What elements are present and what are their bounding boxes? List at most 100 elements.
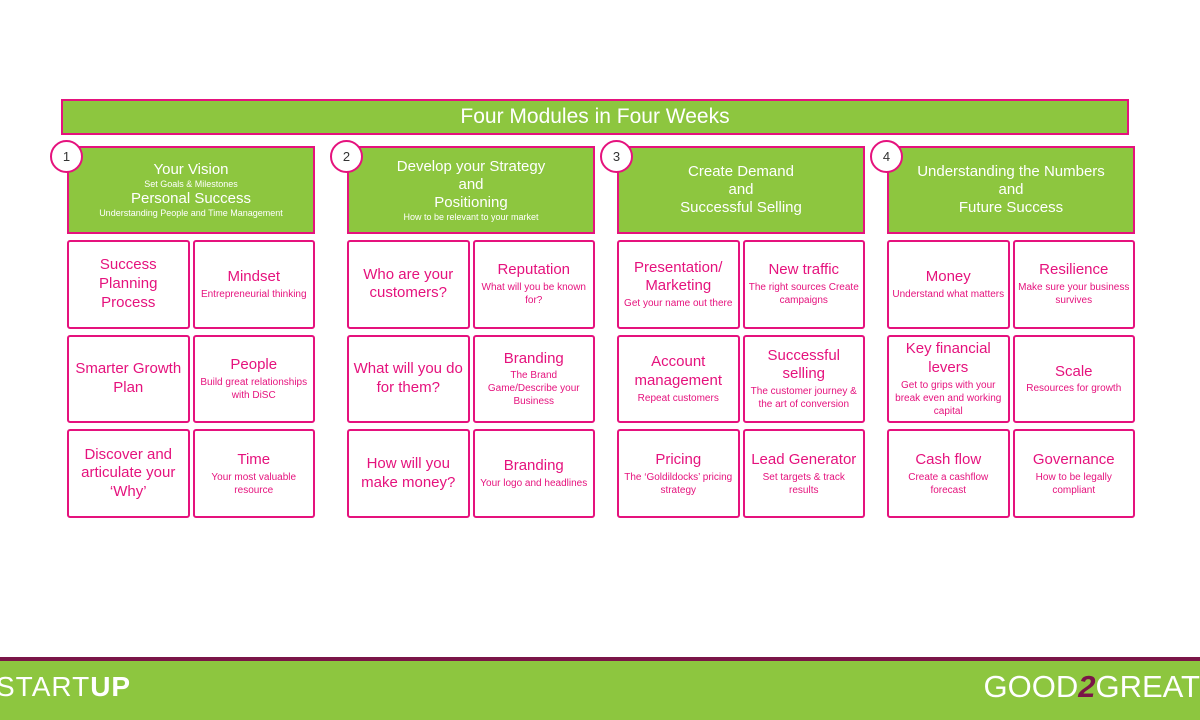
title-banner: Four Modules in Four Weeks	[61, 99, 1129, 135]
module-header-line: How to be relevant to your market	[403, 211, 539, 222]
topic-title: Key financial levers	[905, 340, 991, 376]
topic-subtitle: Make sure your business survives	[1018, 282, 1130, 307]
topic-title: Time	[237, 450, 271, 468]
topic-title: People	[230, 356, 278, 374]
topic-title: Governance	[1032, 450, 1115, 468]
module-number-badge: 1	[50, 140, 83, 173]
topic-title: Presentation/ Marketing	[634, 258, 723, 295]
topic-title: Money	[925, 267, 971, 285]
topic-card: Success Planning Process	[67, 240, 190, 329]
module-header-line: Positioning	[434, 193, 508, 211]
module-header-line: Future Success	[958, 199, 1064, 216]
topic-title: Success Planning Process	[99, 256, 158, 311]
startup-logo: STARTUP	[0, 671, 132, 702]
topic-subtitle: Resources for growth	[1026, 383, 1122, 395]
module-header-line: and	[458, 175, 484, 193]
module-header-line: Understanding the Numbers	[917, 163, 1105, 180]
topic-title: Account management	[634, 353, 723, 389]
footer-divider	[0, 657, 1200, 661]
good2great-logo: GOOD2GREAT	[983, 669, 1200, 704]
topic-title: Who are your customers?	[363, 265, 454, 302]
topic-subtitle: Set targets & track results	[762, 471, 845, 496]
module-header-line: Personal Success	[130, 190, 252, 207]
topic-title: Branding	[503, 349, 564, 367]
module-header-line: Set Goals & Milestones	[144, 179, 238, 190]
topic-subtitle: The customer journey & the art of conver…	[750, 386, 857, 411]
topic-title: What will you do for them?	[353, 360, 463, 396]
module-header-line: Develop your Strategy	[396, 157, 546, 175]
topic-title: Pricing	[655, 450, 702, 468]
topic-title: Mindset	[227, 267, 281, 285]
topic-title: Resilience	[1039, 261, 1109, 279]
topic-subtitle: What will you be known for?	[481, 282, 587, 307]
topic-title: How will you make money?	[361, 454, 456, 491]
topic-title: New traffic	[768, 261, 840, 279]
topic-card: Smarter Growth Plan	[67, 334, 190, 424]
module-number-badge: 2	[330, 140, 363, 173]
topic-subtitle: Entrepreneurial thinking	[200, 288, 307, 300]
module-header-line: Your Vision	[153, 161, 229, 179]
topic-title: Cash flow	[915, 450, 982, 468]
module-header-line: and	[728, 181, 754, 198]
module-header-line: Create Demand	[688, 163, 794, 180]
topic-subtitle: Create a cashflow forecast	[908, 471, 989, 496]
module-header-line: Successful Selling	[680, 199, 802, 216]
topic-card: How will you make money?	[347, 429, 470, 518]
module-number-badge: 4	[870, 140, 903, 173]
module-header-line: and	[998, 181, 1024, 198]
topic-card: What will you do for them?	[347, 334, 470, 424]
topic-subtitle: Your logo and headlines	[480, 478, 588, 490]
module-header-line: Understanding People and Time Management	[99, 208, 283, 218]
topic-subtitle: Get your name out there	[624, 298, 733, 310]
topic-subtitle: The ‘Goldildocks’ pricing strategy	[624, 471, 733, 496]
module-number-badge: 3	[600, 140, 633, 173]
topic-title: Lead Generator	[751, 450, 857, 468]
topic-subtitle: Understand what matters	[892, 288, 1005, 300]
topic-subtitle: Repeat customers	[637, 392, 719, 404]
topic-subtitle: The right sources Create campaigns	[748, 282, 859, 307]
topic-card: Who are your customers?	[347, 240, 470, 329]
topic-subtitle: How to be legally compliant	[1035, 471, 1112, 496]
topic-title: Smarter Growth Plan	[75, 360, 182, 396]
topic-title: Scale	[1054, 362, 1093, 380]
topic-subtitle: Build great relationships with DiSC	[200, 376, 308, 401]
topic-title: Reputation	[497, 261, 571, 279]
topic-card: Discover and articulate your ‘Why’	[67, 429, 190, 518]
topic-title: Discover and articulate your ‘Why’	[81, 445, 176, 501]
topic-subtitle: The Brand Game/Describe your Business	[487, 370, 580, 408]
topic-subtitle: Get to grips with your break even and wo…	[895, 379, 1002, 417]
topic-title: Branding	[503, 457, 564, 475]
topic-subtitle: Your most valuable resource	[211, 471, 297, 496]
topic-title: Successful selling	[767, 346, 841, 383]
